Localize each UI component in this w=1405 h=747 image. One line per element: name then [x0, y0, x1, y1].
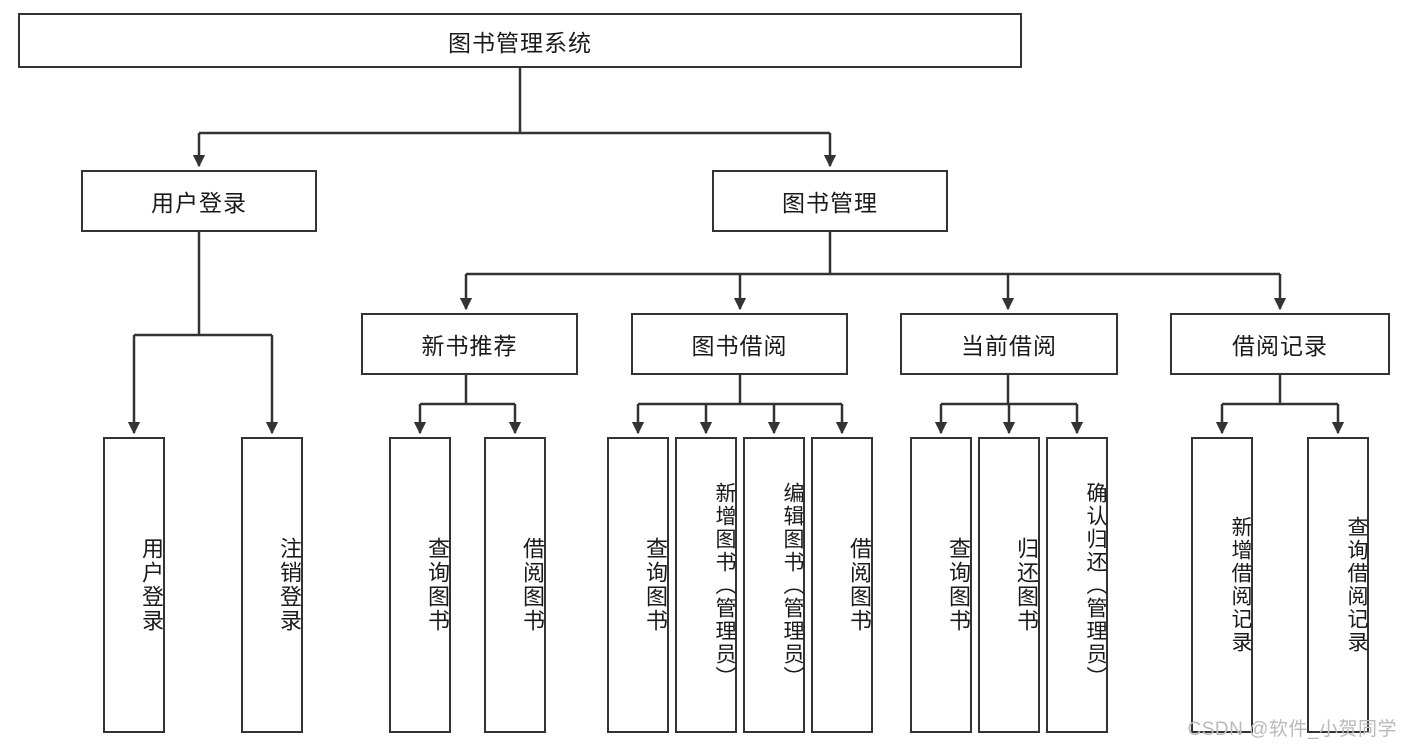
node-borrow-record[interactable]: 借阅记录: [1170, 313, 1390, 375]
leaf-borrow-record-add[interactable]: 新增借阅记录: [1191, 437, 1253, 733]
node-label: 确认归还（管理员）: [1084, 481, 1107, 689]
leaf-borrow-record-query[interactable]: 查询借阅记录: [1307, 437, 1369, 733]
node-label: 借阅图书: [520, 537, 545, 633]
node-root-library-system[interactable]: 图书管理系统: [18, 13, 1022, 68]
leaf-current-borrow-query[interactable]: 查询图书: [910, 437, 972, 733]
leaf-current-borrow-return[interactable]: 归还图书: [978, 437, 1040, 733]
node-label: 查询图书: [946, 537, 971, 633]
leaf-book-borrow-add[interactable]: 新增图书（管理员）: [675, 437, 737, 733]
node-label: 查询图书: [425, 537, 450, 633]
leaf-user-login-signin[interactable]: 用户登录: [103, 437, 165, 733]
leaf-book-borrow-borrow[interactable]: 借阅图书: [811, 437, 873, 733]
node-book-management[interactable]: 图书管理: [712, 170, 948, 232]
leaf-new-book-query[interactable]: 查询图书: [389, 437, 451, 733]
node-label: 用户登录: [139, 537, 164, 633]
node-label: 借阅图书: [847, 537, 872, 633]
node-label: 新增借阅记录: [1229, 516, 1252, 654]
node-new-book-recommend[interactable]: 新书推荐: [361, 313, 578, 375]
node-label: 新书推荐: [421, 333, 518, 359]
leaf-book-borrow-edit[interactable]: 编辑图书（管理员）: [743, 437, 805, 733]
node-label: 借阅记录: [1232, 333, 1328, 359]
watermark: CSDN @软件_小贺同学: [1187, 719, 1397, 740]
node-label: 查询借阅记录: [1345, 516, 1368, 654]
leaf-book-borrow-query[interactable]: 查询图书: [607, 437, 669, 733]
node-label: 图书管理: [782, 190, 878, 216]
node-label: 当前借阅: [961, 333, 1057, 359]
node-label: 注销登录: [277, 537, 302, 633]
node-user-login[interactable]: 用户登录: [81, 170, 317, 232]
leaf-new-book-borrow[interactable]: 借阅图书: [484, 437, 546, 733]
node-label: 用户登录: [151, 190, 247, 216]
node-book-borrow[interactable]: 图书借阅: [631, 313, 848, 375]
node-label: 编辑图书（管理员）: [781, 481, 804, 689]
node-label: 查询图书: [643, 537, 668, 633]
leaf-user-login-signout[interactable]: 注销登录: [241, 437, 303, 733]
node-label: 图书借阅: [691, 333, 788, 359]
node-label: 新增图书（管理员）: [713, 481, 736, 689]
node-current-borrow[interactable]: 当前借阅: [900, 313, 1118, 375]
leaf-current-borrow-confirm-return[interactable]: 确认归还（管理员）: [1046, 437, 1108, 733]
node-label: 归还图书: [1014, 537, 1039, 633]
node-label: 图书管理系统: [448, 29, 592, 56]
